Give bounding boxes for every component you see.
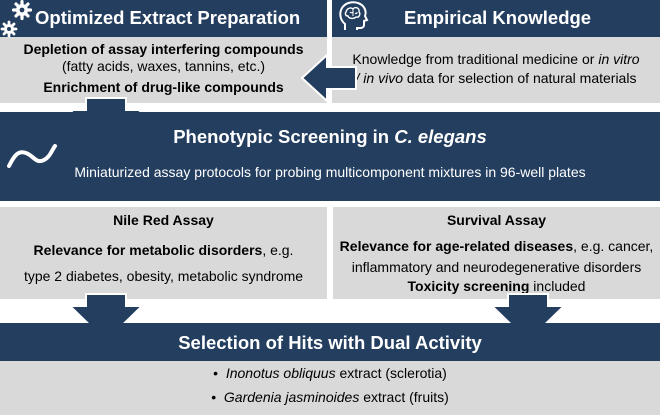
empirical-title: Empirical Knowledge [404, 7, 592, 28]
survival-relevance: Relevance for age-related diseases, e.g.… [339, 238, 654, 254]
screening-title: Phenotypic Screening in C. elegans [173, 126, 487, 147]
extract-header: Optimized Extract Preparation [0, 0, 327, 37]
extract-line2: (fatty acids, waxes, tannins, etc.) [61, 58, 266, 74]
nile-line2: type 2 diabetes, obesity, metabolic synd… [23, 268, 304, 284]
extract-panel: Optimized Extract Preparation Depletion … [0, 0, 327, 103]
arrow-empirical-to-extract [300, 53, 357, 103]
hits-body: • Inonotus obliquus extract (sclerotia) … [0, 361, 660, 415]
empirical-line1: Knowledge from traditional medicine or i… [352, 51, 640, 67]
hits-item-2: • Gardenia jasminoides extract (fruits) [211, 389, 449, 405]
survival-toxicity: Toxicity screening included [407, 278, 586, 294]
empirical-panel: Empirical Knowledge Knowledge from tradi… [332, 0, 660, 103]
extract-line3: Enrichment of drug-like compounds [43, 79, 284, 95]
hits-title: Selection of Hits with Dual Activity [178, 332, 482, 353]
survival-line2: inflammatory and neurodegenerative disor… [351, 259, 642, 275]
nile-panel: Nile Red Assay Relevance for metabolic d… [0, 207, 327, 299]
brain-head-icon [339, 1, 369, 30]
survival-title: Survival Assay [446, 212, 547, 228]
nile-title: Nile Red Assay [113, 212, 214, 228]
nile-relevance: Relevance for metabolic disorders, e.g. [33, 242, 294, 258]
empirical-header: Empirical Knowledge [332, 0, 660, 37]
screening-subtitle: Miniaturized assay protocols for probing… [74, 164, 586, 180]
extract-title: Optimized Extract Preparation [35, 7, 301, 28]
extract-line1: Depletion of assay interfering compounds [23, 41, 304, 57]
survival-panel: Survival Assay Relevance for age-related… [333, 207, 660, 299]
gear-icon [0, 0, 33, 38]
hits-header: Selection of Hits with Dual Activity [0, 323, 660, 361]
screening-panel: Phenotypic Screening in C. elegans Minia… [0, 112, 660, 201]
extract-body: Depletion of assay interfering compounds… [0, 37, 327, 103]
empirical-body: Knowledge from traditional medicine or i… [332, 37, 660, 103]
worm-icon [7, 144, 57, 168]
hits-item-1: • Inonotus obliquus extract (sclerotia) [213, 365, 447, 381]
empirical-line2: / in vivo data for selection of natural … [355, 70, 637, 86]
